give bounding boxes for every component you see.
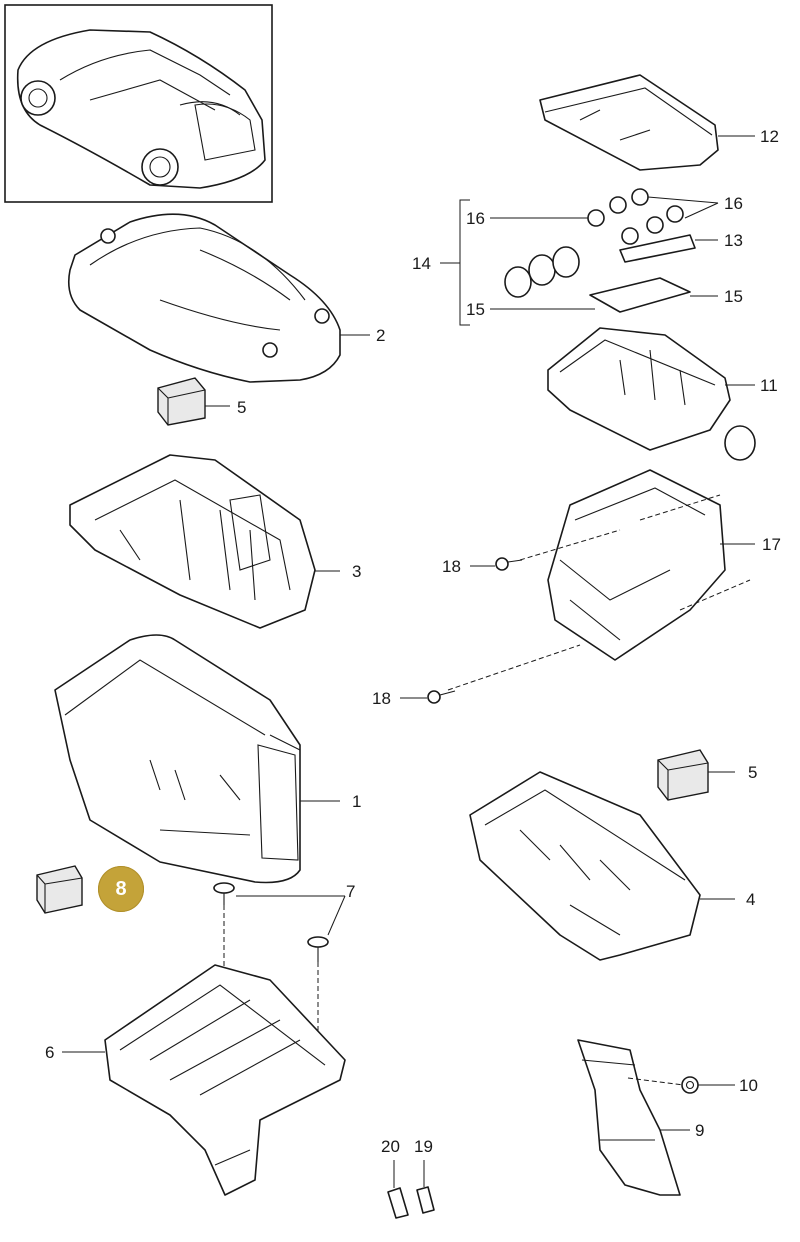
label-part-15-left[interactable]: 15 — [466, 300, 485, 319]
label-part-7[interactable]: 7 — [346, 882, 356, 901]
label-part-17[interactable]: 17 — [762, 535, 781, 554]
part-2-cover — [67, 213, 341, 383]
label-part-3[interactable]: 3 — [352, 562, 362, 581]
part-7-screws — [213, 882, 329, 1050]
label-part-9[interactable]: 9 — [695, 1121, 705, 1140]
label-part-1[interactable]: 1 — [352, 792, 362, 811]
label-part-6[interactable]: 6 — [45, 1043, 55, 1062]
label-part-11[interactable]: 11 — [760, 376, 778, 395]
part-8-relay — [36, 865, 83, 914]
part-1-housing — [54, 634, 301, 884]
part-11-base — [547, 327, 756, 461]
part-6-fuse-carrier — [104, 964, 346, 1196]
part-14-kit — [440, 188, 696, 326]
part-5-relay-right — [657, 749, 709, 801]
label-part-14[interactable]: 14 — [412, 254, 431, 273]
label-part-20[interactable]: 20 — [381, 1137, 400, 1156]
part-19-20-fuses — [387, 1186, 435, 1219]
part-8-highlight-badge[interactable]: 8 — [98, 866, 144, 912]
part-18-screws — [427, 557, 523, 704]
label-part-18-bottom[interactable]: 18 — [372, 689, 391, 708]
part-17-bracket — [447, 469, 751, 691]
vehicle-thumbnail — [4, 4, 273, 203]
label-part-18-top[interactable]: 18 — [442, 557, 461, 576]
label-part-10[interactable]: 10 — [739, 1076, 758, 1095]
part-9-shield — [577, 1039, 685, 1196]
part-10-nut — [681, 1076, 699, 1094]
part-5-relay-left — [157, 377, 206, 426]
label-part-5-left[interactable]: 5 — [237, 398, 247, 417]
label-part-12[interactable]: 12 — [760, 127, 779, 146]
label-part-19[interactable]: 19 — [414, 1137, 433, 1156]
label-part-16-right[interactable]: 16 — [724, 194, 743, 213]
label-part-2[interactable]: 2 — [376, 326, 386, 345]
label-part-16-left[interactable]: 16 — [466, 209, 485, 228]
label-part-13[interactable]: 13 — [724, 231, 743, 250]
part-15-grommets — [504, 246, 580, 298]
label-part-5-right[interactable]: 5 — [748, 763, 758, 782]
label-part-4[interactable]: 4 — [746, 890, 756, 909]
part-4-holder — [469, 771, 701, 961]
part-12-lid — [539, 74, 719, 171]
part-3-frame — [69, 454, 316, 629]
label-part-15-right[interactable]: 15 — [724, 287, 743, 306]
